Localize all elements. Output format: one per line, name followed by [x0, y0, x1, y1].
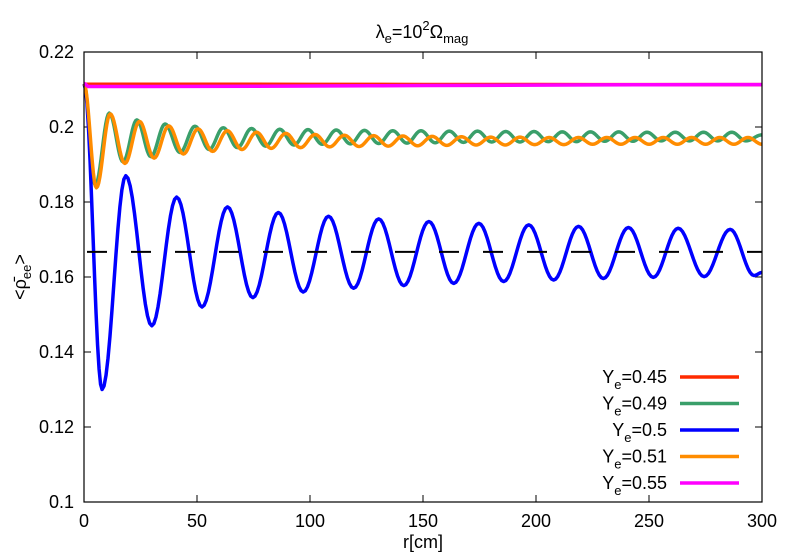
- y-tick-label: 0.22: [39, 42, 74, 62]
- ylabel-close: >: [10, 254, 30, 265]
- x-tick-label: 300: [747, 511, 777, 531]
- legend-label: Ye=0.49: [602, 394, 667, 419]
- ylabel-open: <: [10, 289, 30, 300]
- x-tick-label: 250: [634, 511, 664, 531]
- title-mid2: Ω: [430, 22, 443, 42]
- series-line-051: [84, 84, 762, 188]
- legend-entry: Ye=0.45: [602, 367, 739, 392]
- legend-entry: Ye=0.51: [602, 447, 739, 472]
- series-lines: [84, 84, 762, 390]
- title-mid: =10: [392, 22, 423, 42]
- ylabel-sub: ee: [19, 265, 34, 279]
- chart-title: λe=102Ωmag: [376, 18, 469, 46]
- x-tick-label: 150: [408, 511, 438, 531]
- x-tick-label: 200: [521, 511, 551, 531]
- x-tick-label: 0: [79, 511, 89, 531]
- x-tick-label: 100: [295, 511, 325, 531]
- legend-label: Ye=0.55: [602, 473, 667, 498]
- y-tick-label: 0.1: [49, 492, 74, 512]
- legend-entry: Ye=0.49: [602, 394, 739, 419]
- y-tick-label: 0.2: [49, 117, 74, 137]
- title-sup: 2: [422, 18, 429, 33]
- title-main: λ: [376, 22, 385, 42]
- x-axis-label: r[cm]: [403, 532, 443, 552]
- title-sub2: mag: [443, 31, 468, 46]
- y-tick-label: 0.14: [39, 342, 74, 362]
- legend-entry: Ye=0.55: [602, 473, 739, 498]
- legend-label: Ye=0.51: [602, 447, 667, 472]
- y-tick-label: 0.12: [39, 417, 74, 437]
- x-tick-label: 50: [187, 511, 207, 531]
- legend-entry: Ye=0.5: [612, 420, 739, 445]
- title-sub1: e: [385, 31, 392, 46]
- y-tick-label: 0.18: [39, 192, 74, 212]
- y-tick-label: 0.16: [39, 267, 74, 287]
- series-line-049: [84, 84, 762, 185]
- legend-label: Ye=0.45: [602, 367, 667, 392]
- y-axis-label: <ρ̄ee>: [10, 254, 34, 300]
- legend-label: Ye=0.5: [612, 420, 667, 445]
